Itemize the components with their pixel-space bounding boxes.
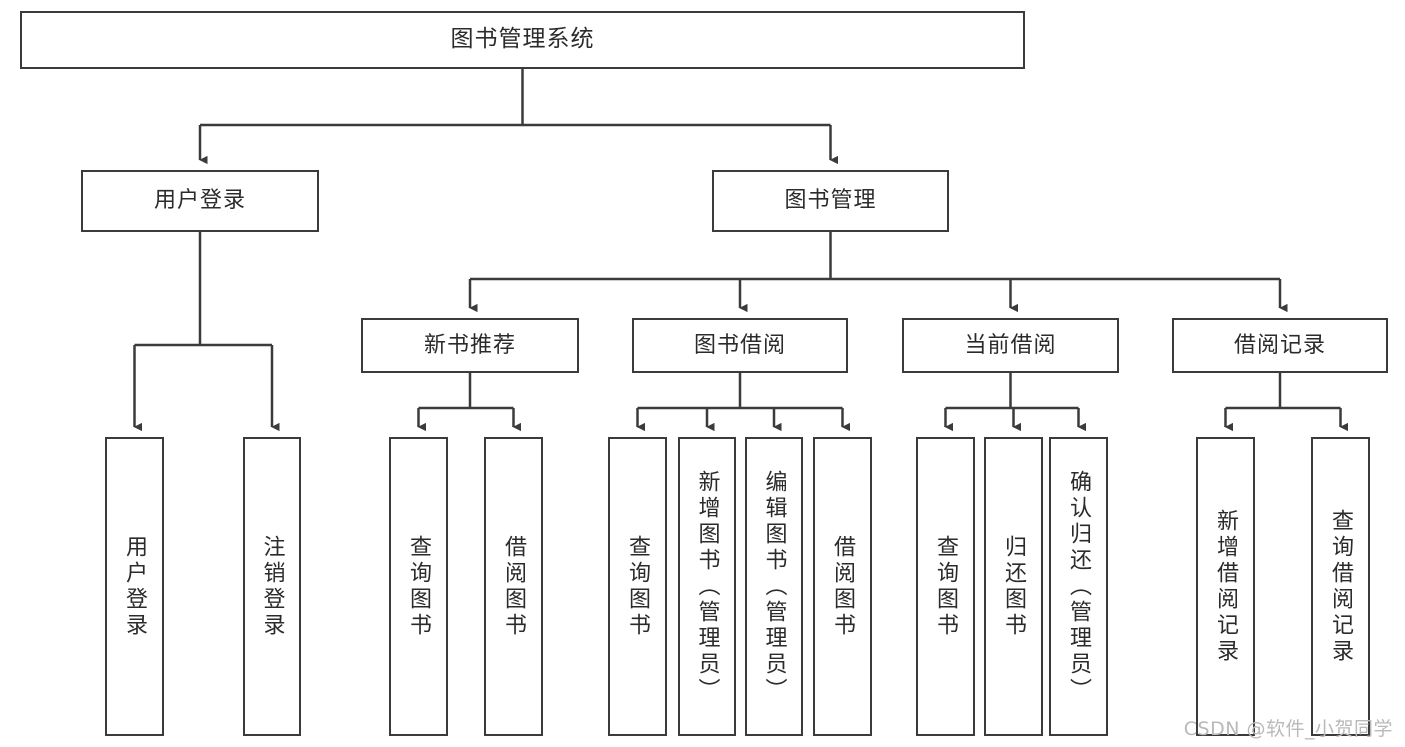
edge-bus-newbook [418, 373, 514, 410]
node-label: 新增图书（管理员） [694, 469, 720, 704]
node-leaf-borrow-3[interactable]: 编辑图书（管理员） [745, 437, 803, 736]
node-leaf-cur-2[interactable]: 归还图书 [984, 437, 1043, 736]
edge-bus-current [945, 373, 1079, 410]
node-leaf-new-2[interactable]: 借阅图书 [484, 437, 543, 736]
node-label: 借阅图书 [830, 534, 856, 639]
watermark-label: CSDN @软件_小贺同学 [1183, 718, 1393, 740]
node-label: 图书管理 [784, 188, 877, 214]
node-label: 图书管理系统 [450, 26, 595, 53]
node-label: 当前借阅 [964, 332, 1057, 358]
node-leaf-login-2[interactable]: 注销登录 [243, 437, 301, 736]
node-login[interactable]: 用户登录 [81, 170, 319, 232]
node-label: 查询图书 [625, 534, 651, 639]
node-leaf-borrow-4[interactable]: 借阅图书 [813, 437, 872, 736]
node-leaf-new-1[interactable]: 查询图书 [389, 437, 448, 736]
node-label: 查询借阅记录 [1328, 508, 1354, 665]
node-leaf-cur-3[interactable]: 确认归还（管理员） [1049, 437, 1108, 736]
node-label: 查询图书 [933, 534, 959, 639]
node-leaf-cur-1[interactable]: 查询图书 [916, 437, 975, 736]
node-label: 借阅图书 [501, 534, 527, 639]
edge-bus-root [200, 69, 831, 127]
node-label: 注销登录 [259, 534, 285, 639]
edge-bus-login [134, 232, 272, 347]
node-leaf-borrow-2[interactable]: 新增图书（管理员） [678, 437, 736, 736]
node-records[interactable]: 借阅记录 [1172, 318, 1388, 373]
edge-bus-records [1225, 373, 1341, 410]
edge-group [133, 69, 1349, 432]
node-label: 新增借阅记录 [1213, 508, 1239, 665]
node-label: 查询图书 [406, 534, 432, 639]
node-newbook[interactable]: 新书推荐 [361, 318, 579, 373]
node-leaf-login-1[interactable]: 用户登录 [105, 437, 164, 736]
node-label: 归还图书 [1001, 534, 1027, 639]
node-root[interactable]: 图书管理系统 [20, 11, 1025, 69]
edge-bus-borrow [637, 373, 843, 410]
node-label: 借阅记录 [1233, 332, 1326, 358]
node-label: 图书借阅 [693, 332, 786, 358]
node-current[interactable]: 当前借阅 [902, 318, 1119, 373]
edge-bus-bookmgmt [470, 232, 1280, 281]
node-label: 新书推荐 [423, 332, 516, 358]
node-label: 确认归还（管理员） [1066, 469, 1092, 704]
node-label: 编辑图书（管理员） [761, 469, 787, 704]
node-bookmgmt[interactable]: 图书管理 [712, 170, 949, 232]
node-leaf-rec-1[interactable]: 新增借阅记录 [1196, 437, 1255, 736]
node-borrow[interactable]: 图书借阅 [632, 318, 848, 373]
node-leaf-borrow-1[interactable]: 查询图书 [608, 437, 667, 736]
node-label: 用户登录 [122, 534, 148, 639]
node-label: 用户登录 [153, 188, 246, 214]
node-leaf-rec-2[interactable]: 查询借阅记录 [1311, 437, 1370, 736]
